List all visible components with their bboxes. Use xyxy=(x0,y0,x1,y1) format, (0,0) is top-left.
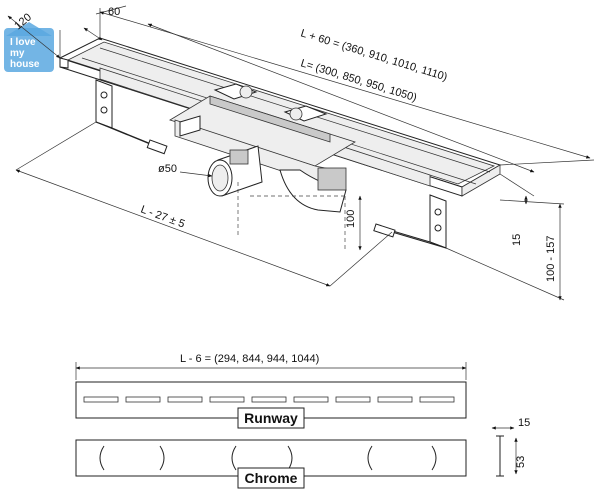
logo-line3: house xyxy=(10,59,40,70)
grate-length-dimension xyxy=(75,362,467,380)
chrome-arc xyxy=(159,445,165,471)
runway-grate: Runway xyxy=(75,381,467,429)
runway-slot xyxy=(167,396,203,403)
runway-slot xyxy=(335,396,371,403)
dim-frame-height: 15 xyxy=(511,234,523,246)
dim-grate-width: 53 xyxy=(515,456,527,468)
logo-line2: my xyxy=(10,48,25,59)
chrome-arc xyxy=(231,445,237,471)
dim-width-60: 60 xyxy=(108,6,120,18)
runway-slot xyxy=(209,396,245,403)
dim-grate-thickness: 15 xyxy=(518,417,530,429)
logo-line1: I love xyxy=(10,37,36,48)
runway-slot xyxy=(293,396,329,403)
runway-label: Runway xyxy=(244,410,298,426)
dim-adjust-height: 100 - 157 xyxy=(545,236,557,282)
dim-install-length: L - 27 ± 5 xyxy=(139,204,186,231)
runway-slot xyxy=(125,396,161,403)
outlet-pipe xyxy=(207,145,263,197)
runway-slot xyxy=(377,396,413,403)
dim-outlet-height: 100 xyxy=(345,210,357,228)
right-bracket xyxy=(373,194,447,249)
chrome-label: Chrome xyxy=(245,470,298,486)
dimension-lines-top xyxy=(7,5,595,301)
runway-slot xyxy=(419,396,455,403)
chrome-arc xyxy=(367,445,373,471)
dim-outlet-diameter: ø50 xyxy=(158,163,177,175)
chrome-arc xyxy=(99,445,105,471)
runway-slot xyxy=(83,396,119,403)
runway-slot xyxy=(251,396,287,403)
grate-profile xyxy=(491,426,518,477)
chrome-arc xyxy=(431,445,437,471)
dim-grate-length: L - 6 = (294, 844, 944, 1044) xyxy=(180,353,319,365)
chrome-grate: Chrome xyxy=(75,439,467,489)
